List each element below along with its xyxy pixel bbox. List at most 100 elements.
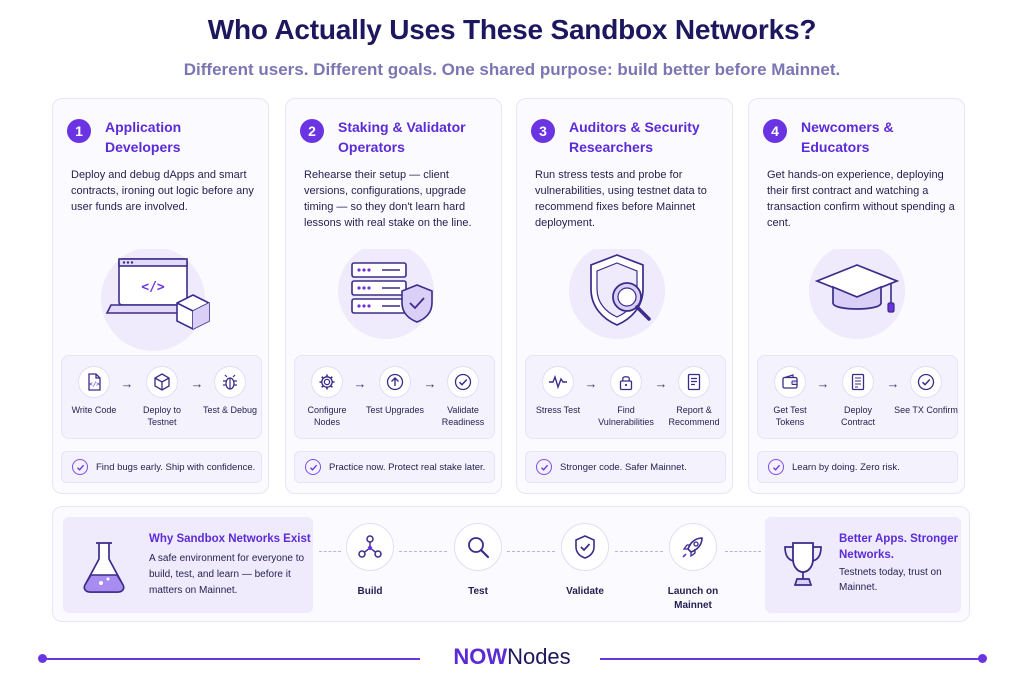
page-title: Who Actually Uses These Sandbox Networks…	[207, 14, 817, 45]
trophy-icon	[779, 539, 827, 596]
step-label: Write Code	[71, 405, 117, 415]
card-header: 2 Staking & Validator Operators	[300, 117, 488, 157]
page-subtitle: Different users. Different goals. One sh…	[183, 60, 841, 79]
step-label: See TX Confirm	[894, 405, 958, 415]
workflow-steps: Stress Test → Find Vulnerabilities → Rep…	[525, 355, 726, 439]
card-number: 4	[763, 119, 787, 143]
step-label: Test Upgrades	[365, 405, 425, 415]
step-label: Test	[468, 586, 488, 597]
workflow-steps: Configure Nodes → Test Upgrades → Valida…	[294, 355, 495, 439]
wallet-icon	[774, 366, 806, 398]
arrow-right-icon: →	[816, 376, 830, 391]
card-application-developers: 1 Application Developers Deploy and debu…	[52, 98, 269, 494]
step-test-debug: Test & Debug	[198, 366, 262, 416]
dashed-connector	[507, 551, 555, 552]
sandbox-purpose-panel: Why Sandbox Networks Exist A safe enviro…	[52, 506, 970, 622]
step-test-upgrades: Test Upgrades	[363, 366, 427, 416]
dashed-connector	[725, 551, 761, 552]
step-label: Test & Debug	[202, 405, 258, 415]
step-label: Validate Readiness	[441, 405, 485, 427]
check-icon	[768, 459, 784, 475]
step-validate-readiness: Validate Readiness	[431, 366, 495, 428]
contract-icon	[842, 366, 874, 398]
step-build: Build	[325, 523, 415, 599]
card-description: Run stress tests and probe for vulnerabi…	[535, 169, 707, 229]
why-description: A safe environment for everyone to build…	[149, 553, 305, 596]
step-configure-nodes: Configure Nodes	[295, 366, 359, 428]
workflow-steps: Get Test Tokens → Deploy Contract → See …	[757, 355, 958, 439]
step-label: Configure Nodes	[307, 405, 347, 427]
card-staking-validators: 2 Staking & Validator Operators Rehearse…	[285, 98, 502, 494]
arrow-right-icon: →	[886, 376, 900, 391]
rocket-icon	[669, 523, 717, 571]
arrow-up-icon	[379, 366, 411, 398]
tagline-text: Practice now. Protect real stake later.	[329, 461, 486, 473]
card-number: 1	[67, 119, 91, 143]
step-get-test-tokens: Get Test Tokens	[758, 366, 822, 428]
code-file-icon: </>	[78, 366, 110, 398]
card-auditors-security: 3 Auditors & Security Researchers Run st…	[516, 98, 733, 494]
brand-logo: NOWNodes	[0, 644, 1024, 670]
step-label: Report & Recommend	[668, 405, 720, 427]
shield-check-icon	[561, 523, 609, 571]
workflow-steps: </> Write Code → Deploy to Testnet → Tes…	[61, 355, 262, 439]
step-label: Get Test Tokens	[773, 405, 807, 427]
step-report-recommend: Report & Recommend	[662, 366, 726, 428]
step-label: Build	[357, 586, 383, 597]
check-icon	[72, 459, 88, 475]
svg-text:</>: </>	[141, 280, 165, 295]
cube-icon	[146, 366, 178, 398]
arrow-right-icon: →	[190, 376, 204, 391]
card-tagline: Stronger code. Safer Mainnet.	[525, 451, 726, 483]
why-sandbox-box: Why Sandbox Networks Exist A safe enviro…	[63, 517, 313, 613]
card-description: Rehearse their setup — client versions, …	[304, 169, 472, 229]
step-deploy-testnet: Deploy to Testnet	[130, 366, 194, 428]
check-icon	[536, 459, 552, 475]
step-label: Launch on Mainnet	[667, 586, 719, 611]
better-description: Testnets today, trust on Mainnet.	[839, 567, 942, 593]
footer-divider	[600, 658, 984, 660]
server-shield-icon	[286, 243, 503, 359]
brand-rest: Nodes	[507, 644, 571, 669]
card-header: 4 Newcomers & Educators	[763, 117, 911, 157]
laptop-code-cube-icon: </>	[53, 247, 270, 359]
flask-icon	[77, 539, 131, 600]
card-description: Deploy and debug dApps and smart contrac…	[71, 169, 254, 213]
arrow-right-icon: →	[584, 376, 598, 391]
tagline-text: Learn by doing. Zero risk.	[792, 461, 900, 473]
svg-text:</>: </>	[89, 381, 100, 388]
step-launch-mainnet: Launch on Mainnet	[648, 523, 738, 613]
step-label: Deploy to Testnet	[142, 405, 182, 427]
step-deploy-contract: Deploy Contract	[826, 366, 890, 428]
check-circle-icon	[910, 366, 942, 398]
card-title: Newcomers & Educators	[801, 119, 894, 155]
footer-divider	[42, 658, 420, 660]
step-find-vulnerabilities: Find Vulnerabilities	[594, 366, 658, 428]
arrow-right-icon: →	[423, 376, 437, 391]
dashed-connector	[615, 551, 663, 552]
gear-icon	[311, 366, 343, 398]
bug-icon	[214, 366, 246, 398]
step-label: Stress Test	[535, 405, 581, 415]
step-see-tx-confirm: See TX Confirm	[894, 366, 958, 416]
card-header: 3 Auditors & Security Researchers	[531, 117, 719, 157]
step-write-code: </> Write Code	[62, 366, 126, 416]
card-tagline: Learn by doing. Zero risk.	[757, 451, 958, 483]
card-description: Get hands-on experience, deploying their…	[767, 169, 955, 229]
shield-magnifier-icon	[517, 243, 734, 359]
lock-icon	[610, 366, 642, 398]
graduation-cap-icon	[749, 243, 966, 359]
dashed-connector	[399, 551, 447, 552]
pulse-icon	[542, 366, 574, 398]
better-title: Better Apps. Stronger Networks.	[839, 533, 959, 561]
card-number: 3	[531, 119, 555, 143]
step-validate: Validate	[540, 523, 630, 599]
card-newcomers-educators: 4 Newcomers & Educators Get hands-on exp…	[748, 98, 965, 494]
check-icon	[305, 459, 321, 475]
card-title: Auditors & Security Researchers	[569, 119, 700, 155]
card-tagline: Find bugs early. Ship with confidence.	[61, 451, 262, 483]
card-number: 2	[300, 119, 324, 143]
step-label: Deploy Contract	[840, 405, 875, 427]
step-stress-test: Stress Test	[526, 366, 590, 416]
card-title: Staking & Validator Operators	[338, 119, 466, 155]
